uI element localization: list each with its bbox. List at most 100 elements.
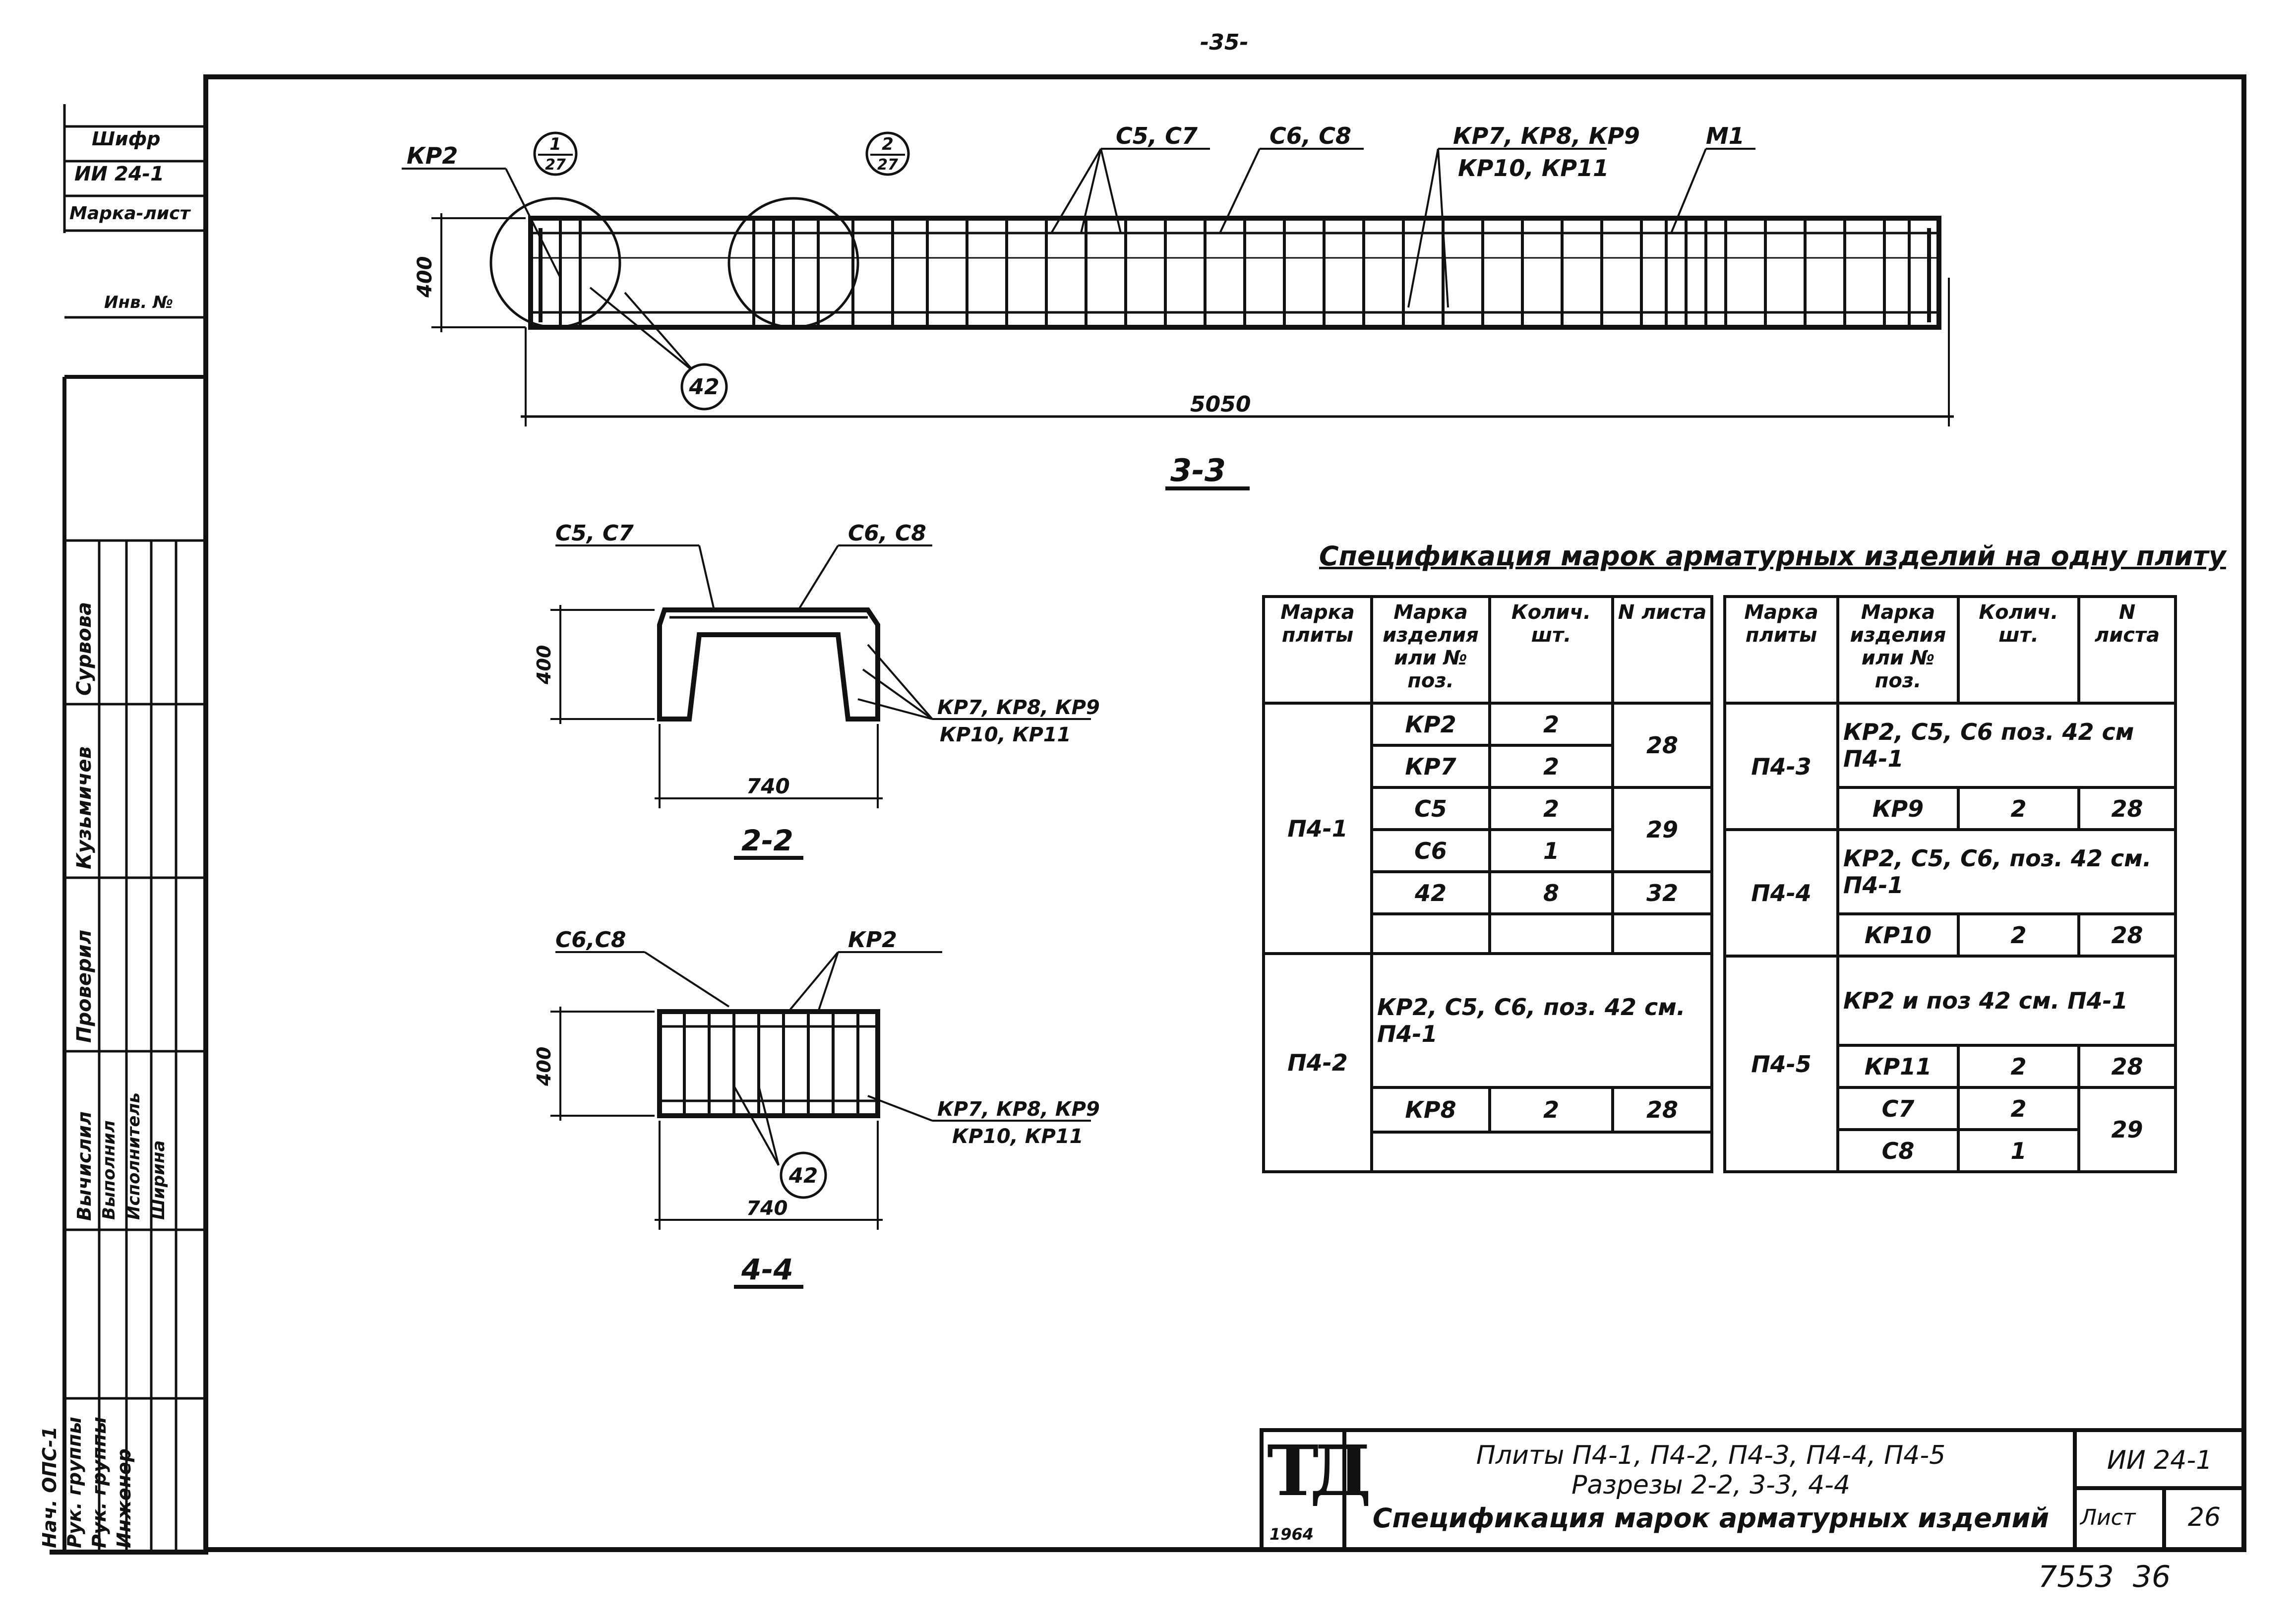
sheet-number: 26 bbox=[2187, 1503, 2221, 1532]
mark-sheet-label: Марка-лист bbox=[69, 203, 190, 224]
section-3-3-title: 3-3 bbox=[1170, 452, 1226, 488]
section-4-4-profile bbox=[657, 1009, 880, 1118]
p41-item-2: С5 bbox=[1370, 786, 1491, 831]
callout-kr7-9: КР7, КР8, КР9 bbox=[1453, 122, 1640, 149]
slab-p41: П4-1 bbox=[1262, 702, 1373, 955]
doc-code: ИИ 24-1 bbox=[2107, 1445, 2213, 1475]
name-4: Вычислил bbox=[73, 1111, 95, 1221]
role-3: Рук. группы bbox=[88, 1417, 110, 1548]
p45-qty-2: 1 bbox=[1957, 1128, 2080, 1173]
cipher-label: Шифр bbox=[92, 128, 161, 150]
hdr-mark-slab: Марка плиты bbox=[1262, 595, 1373, 705]
p45-qty-1: 2 bbox=[1957, 1086, 2080, 1131]
callout-4-4-side-2: КР10, КР11 bbox=[952, 1125, 1083, 1148]
name-6: Исполнитель bbox=[124, 1092, 144, 1220]
dim-400: 400 bbox=[414, 256, 436, 299]
drawing-frame bbox=[203, 74, 2246, 1552]
p41-qty-2: 2 bbox=[1488, 786, 1614, 831]
p42-qty: 2 bbox=[1488, 1086, 1614, 1134]
role-4: Инженер bbox=[113, 1448, 135, 1548]
node2-bot: 27 bbox=[877, 156, 898, 174]
p43-qty: 2 bbox=[1957, 786, 2080, 831]
p44-item: КР10 bbox=[1836, 912, 1960, 958]
pos-42: 42 bbox=[688, 374, 719, 400]
slab-p45: П4-5 bbox=[1723, 955, 1839, 1173]
p44-sheet: 28 bbox=[2077, 912, 2177, 958]
p43-sheet: 28 bbox=[2077, 786, 2177, 831]
p41-sheet-1: 29 bbox=[1611, 786, 1713, 873]
dim-2-2-400: 400 bbox=[533, 645, 555, 685]
section-2-2-profile bbox=[657, 607, 880, 721]
p41-item-3: С6 bbox=[1370, 828, 1491, 873]
p41-item-4: 42 bbox=[1370, 870, 1491, 915]
sheet-no-box bbox=[2162, 1486, 2246, 1552]
dim-4-4-740: 740 bbox=[746, 1197, 788, 1220]
node1-top: 1 bbox=[549, 134, 561, 154]
slab-p43: П4-3 bbox=[1723, 702, 1839, 831]
pos-4-4: 42 bbox=[788, 1163, 818, 1188]
name-3: Проверил bbox=[73, 930, 96, 1043]
callout-2-2-side-2: КР10, КР11 bbox=[940, 723, 1071, 746]
p41-item-0: КР2 bbox=[1370, 702, 1491, 747]
slab-p42: П4-2 bbox=[1262, 952, 1373, 1173]
p45-sheet-1: 29 bbox=[2077, 1086, 2177, 1173]
role-2: Рук. группы bbox=[63, 1417, 85, 1548]
p43-item: КР9 bbox=[1836, 786, 1960, 831]
footer-note: 7553 36 bbox=[2038, 1560, 2171, 1594]
inv-label: Инв. № bbox=[104, 293, 174, 312]
side-stamp-lines bbox=[50, 104, 208, 1555]
title-line-2: Разрезы 2-2, 3-3, 4-4 bbox=[1571, 1470, 1851, 1500]
p42-note: КР2, С5, С6, поз. 42 см. П4-1 bbox=[1370, 952, 1713, 1089]
logo-year: 1964 bbox=[1269, 1525, 1314, 1544]
spec-table-left: Марка плиты Марка изделия или № поз. Кол… bbox=[1262, 595, 1713, 1173]
hdr-r-mark-item: Марка изделия или № поз. bbox=[1836, 595, 1960, 705]
p41-qty-4: 8 bbox=[1488, 870, 1614, 915]
p41-qty-0: 2 bbox=[1488, 702, 1614, 747]
page-number: -35- bbox=[1200, 30, 1249, 55]
logo-box bbox=[1260, 1428, 1346, 1552]
p41-item-1: КР7 bbox=[1370, 744, 1491, 789]
callout-2-2-side-1: КР7, КР8, КР9 bbox=[937, 696, 1100, 719]
callout-kr10-11: КР10, КР11 bbox=[1458, 155, 1609, 181]
p45-item-2: С8 bbox=[1836, 1128, 1960, 1173]
spec-table-right: Марка плиты Марка изделия или № поз. Кол… bbox=[1723, 595, 2177, 1173]
hdr-qty: Колич. шт. bbox=[1488, 595, 1614, 705]
callout-4-4-side-1: КР7, КР8, КР9 bbox=[937, 1098, 1100, 1121]
dim-4-4-400: 400 bbox=[533, 1047, 555, 1086]
callout-2-2-left: С5, С7 bbox=[555, 521, 634, 546]
p45-note: КР2 и поз 42 см. П4-1 bbox=[1836, 955, 2177, 1047]
title-line-3: Спецификация марок арматурных изделий bbox=[1372, 1503, 2050, 1534]
section-2-2: С5, С7 С6, С8 КР7, КР8, КР9 КР10, КР11 4… bbox=[533, 521, 1100, 860]
hdr-sheet: N листа bbox=[1611, 595, 1713, 705]
p44-qty: 2 bbox=[1957, 912, 2080, 958]
hdr-r-qty: Колич. шт. bbox=[1957, 595, 2080, 705]
dim-2-2-740: 740 bbox=[746, 774, 790, 798]
logo: ТД bbox=[1267, 1431, 1372, 1512]
p45-qty-0: 2 bbox=[1957, 1044, 2080, 1089]
callout-4-4-left: С6,С8 bbox=[555, 927, 626, 953]
callout-4-4-right: КР2 bbox=[848, 927, 897, 953]
p45-item-0: КР11 bbox=[1836, 1044, 1960, 1089]
hdr-r-sheet: N листа bbox=[2077, 595, 2177, 705]
callout-c6c8: С6, С8 bbox=[1269, 122, 1351, 149]
name-2: Кузьмичев bbox=[73, 746, 96, 869]
node2-top: 2 bbox=[882, 134, 894, 154]
p41-qty-1: 2 bbox=[1488, 744, 1614, 789]
section-3-3: 1 27 2 27 42 КР2 С5, С7 С6, С8 КР7, КР8,… bbox=[402, 122, 1954, 490]
p42-item: КР8 bbox=[1370, 1086, 1491, 1134]
p41-qty-3: 1 bbox=[1488, 828, 1614, 873]
cipher-value: ИИ 24-1 bbox=[74, 163, 164, 185]
sheet-label: Лист bbox=[2080, 1505, 2136, 1530]
slab-p44: П4-4 bbox=[1723, 828, 1839, 958]
p45-sheet-0: 28 bbox=[2077, 1044, 2177, 1089]
p43-note: КР2, С5, С6 поз. 42 см П4-1 bbox=[1836, 702, 2177, 789]
position-bubble-4-4 bbox=[780, 1151, 827, 1199]
callout-kr2: КР2 bbox=[407, 142, 458, 169]
callout-c5c7: С5, С7 bbox=[1116, 122, 1198, 149]
spec-title: Спецификация марок арматурных изделий на… bbox=[1319, 541, 2226, 572]
name-1: Сурвова bbox=[73, 601, 96, 696]
name-7: Ширина bbox=[149, 1140, 169, 1220]
slab-outline bbox=[528, 216, 1941, 330]
p41-sheet-2: 32 bbox=[1611, 870, 1713, 915]
callout-m1: М1 bbox=[1706, 122, 1745, 149]
